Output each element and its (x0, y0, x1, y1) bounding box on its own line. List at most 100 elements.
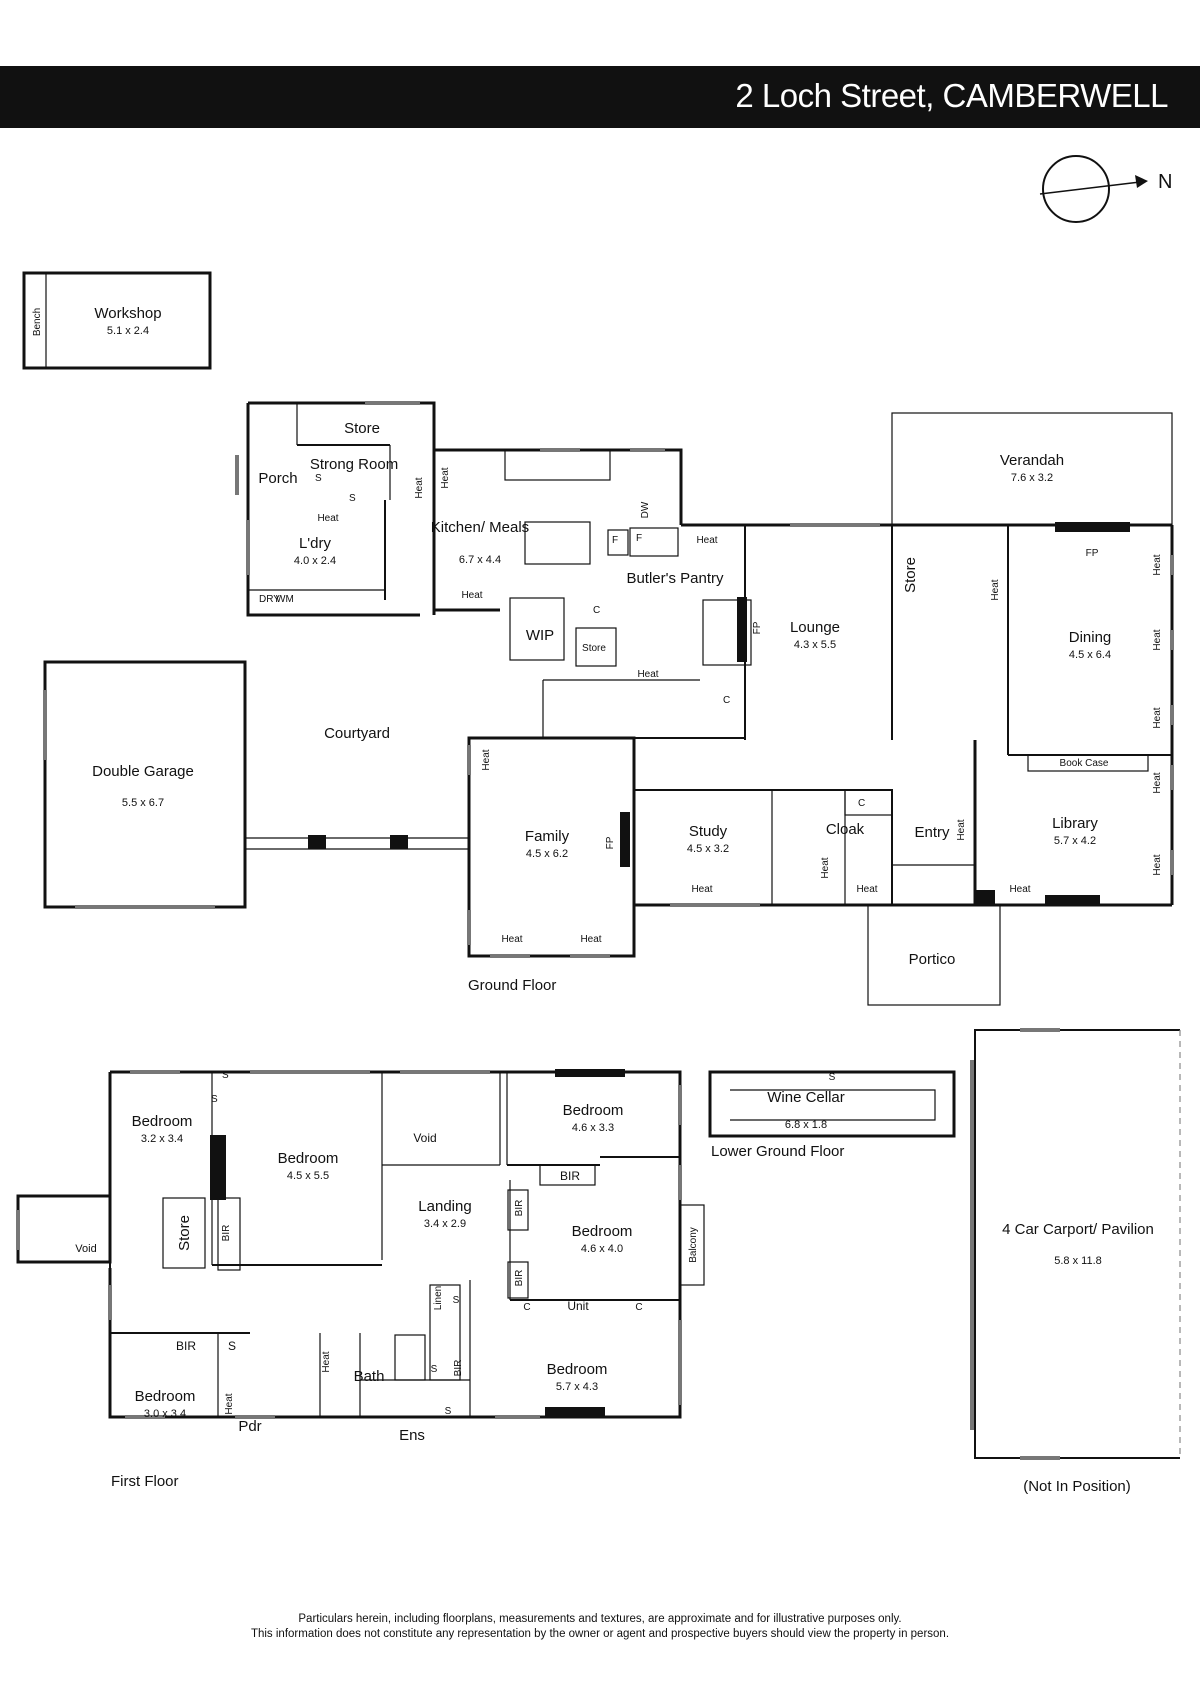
fixture-s: S (222, 1070, 229, 1081)
fixture-bir: BIR (453, 1360, 464, 1377)
first-room-labels: Bedroom 3.2 x 3.4 Bedroom 4.5 x 5.5 Void… (75, 1102, 632, 1444)
fixture-c: C (858, 798, 865, 809)
fixture-heat: Heat (856, 884, 877, 895)
carport-note: (Not In Position) (1023, 1478, 1131, 1495)
room-name: Bedroom (547, 1361, 608, 1378)
fixture-s: S (211, 1094, 218, 1105)
fixture-s: S (445, 1406, 452, 1417)
fixture-c: C (635, 1302, 642, 1313)
fixture-bir: BIR (176, 1339, 196, 1353)
fixture-bir: BIR (221, 1225, 232, 1242)
fixture-heat: Heat (1152, 854, 1163, 875)
room-name: Bath (354, 1368, 385, 1385)
room-name: WIP (526, 627, 554, 644)
room-name: Double Garage (92, 763, 194, 780)
room-name: Pdr (238, 1418, 261, 1435)
room-name: Dining (1069, 629, 1112, 646)
fixture-heat: Heat (1152, 629, 1163, 650)
property-address: 2 Loch Street, CAMBERWELL (735, 77, 1168, 114)
fixture-heat: Heat (1009, 884, 1030, 895)
fixture-s: S (228, 1339, 236, 1353)
fixture-heat: Heat (580, 934, 601, 945)
room-dims: 4.3 x 5.5 (794, 639, 836, 651)
fixture-heat: Heat (317, 513, 338, 524)
room-name: Bedroom (572, 1223, 633, 1240)
fixture-heat: Heat (224, 1393, 235, 1414)
ground-floor-walls (22, 271, 1174, 1006)
fixture-c: C (723, 695, 730, 706)
fixture-s: S (829, 1072, 836, 1083)
lower-ground-walls (708, 1070, 956, 1138)
room-name: Void (413, 1131, 436, 1145)
room-name: Landing (418, 1198, 471, 1215)
carport-name: 4 Car Carport/ Pavilion (1002, 1221, 1154, 1238)
carport-dims: 5.8 x 11.8 (1054, 1255, 1102, 1267)
fixture-labels: Bench DRY WM Heat Heat Heat Heat Heat He… (32, 308, 1163, 945)
room-name: Family (525, 828, 570, 845)
room-dims: 5.5 x 6.7 (122, 797, 164, 809)
room-name: L'dry (299, 535, 332, 552)
fixture-store: Store (176, 1215, 193, 1251)
fixture-book-case: Book Case (1060, 758, 1109, 769)
room-dims: 3.2 x 3.4 (141, 1133, 183, 1145)
room-name: Entry (914, 824, 950, 841)
fixture-unit: Unit (567, 1299, 589, 1313)
room-name: Courtyard (324, 725, 390, 742)
fixture-fp: FP (752, 621, 763, 634)
first-floor-walls (16, 1069, 705, 1419)
room-name: Kitchen/ Meals (431, 519, 529, 536)
room-name: Portico (909, 951, 956, 968)
fixture-heat: Heat (956, 819, 967, 840)
fixture-balcony: Balcony (688, 1227, 699, 1263)
room-dims: 5.1 x 2.4 (107, 325, 149, 337)
fixture-dry: DRY (259, 594, 280, 605)
room-name: Porch (258, 470, 297, 487)
room-dims: 4.5 x 5.5 (287, 1170, 329, 1182)
fixture-bir: BIR (560, 1169, 580, 1183)
fixture-c: C (523, 1302, 530, 1313)
compass-north-label: N (1158, 171, 1172, 193)
room-dims: 4.5 x 6.4 (1069, 649, 1111, 661)
compass: N (1039, 155, 1172, 223)
fixture-s: S (349, 493, 356, 504)
room-dims: 5.7 x 4.2 (1054, 835, 1096, 847)
fixture-wm: WM (276, 594, 294, 605)
room-dims: 4.5 x 6.2 (526, 848, 568, 860)
floor-labels: Ground Floor First Floor Lower Ground Fl… (111, 977, 844, 1490)
room-name: Bedroom (132, 1113, 193, 1130)
fixture-heat: Heat (696, 535, 717, 546)
room-name: Store (582, 643, 606, 654)
room-name: Butler's Pantry (626, 570, 724, 587)
disclaimer-line-1: Particulars herein, including floorplans… (298, 1613, 902, 1625)
fixture-bench: Bench (32, 308, 43, 336)
fixture-heat: Heat (1152, 772, 1163, 793)
room-dims: 6.8 x 1.8 (785, 1119, 827, 1131)
fixture-bir: BIR (514, 1200, 525, 1217)
room-name: Study (689, 823, 728, 840)
fixture-heat: Heat (637, 669, 658, 680)
room-name: Store (902, 557, 919, 593)
room-dims: 4.6 x 3.3 (572, 1122, 614, 1134)
other-labels: Wine Cellar 6.8 x 1.8 4 Car Carport/ Pav… (767, 1089, 1154, 1495)
fixture-heat: Heat (481, 749, 492, 770)
room-name: Workshop (94, 305, 161, 322)
fixture-linen: Linen (433, 1286, 444, 1310)
fixture-f: F (636, 533, 642, 544)
room-name: Verandah (1000, 452, 1064, 469)
fixture-s: S (431, 1364, 438, 1375)
fixture-heat: Heat (321, 1351, 332, 1372)
header-banner: 2 Loch Street, CAMBERWELL (0, 66, 1200, 128)
fixture-s: S (315, 473, 322, 484)
room-dims: 3.4 x 2.9 (424, 1218, 466, 1230)
room-name: Bedroom (563, 1102, 624, 1119)
room-name: Lounge (790, 619, 840, 636)
room-dims: 7.6 x 3.2 (1011, 472, 1053, 484)
room-name: Strong Room (310, 456, 398, 473)
carport-outline (970, 1028, 1181, 1460)
room-name: Library (1052, 815, 1098, 832)
room-name: Wine Cellar (767, 1089, 845, 1106)
first-floor-label: First Floor (111, 1473, 179, 1490)
room-name: Void (75, 1243, 96, 1255)
fixture-heat: Heat (1152, 554, 1163, 575)
